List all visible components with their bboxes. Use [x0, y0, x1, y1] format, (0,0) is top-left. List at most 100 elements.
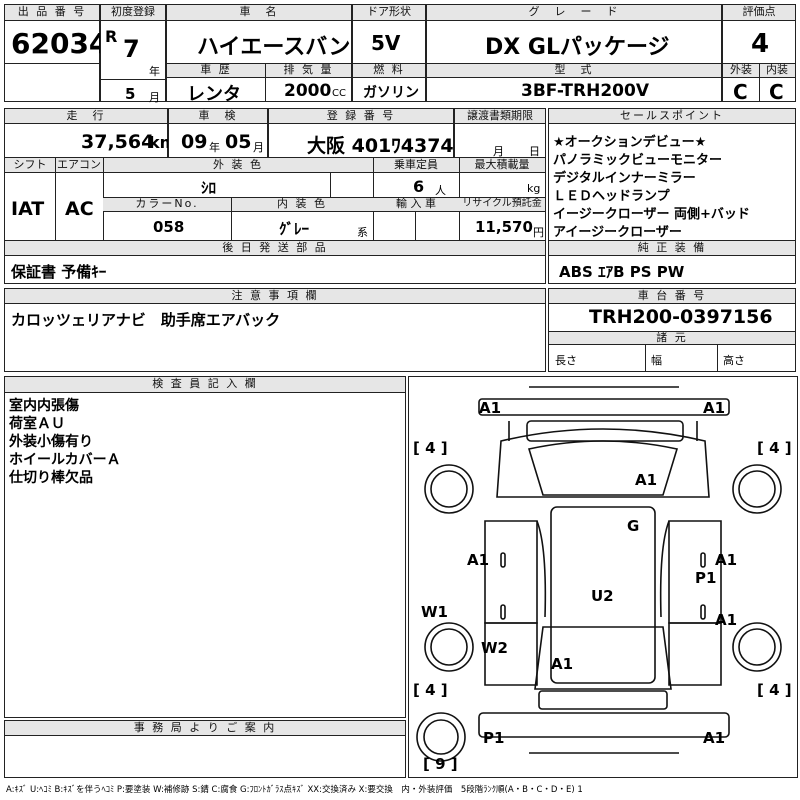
transfer-box: 譲渡書類期限 月 日 — [454, 108, 546, 158]
air-conditioner: AC — [65, 198, 94, 220]
mileage: 37,564 — [81, 131, 155, 153]
grade: DX GLパッケージ — [485, 35, 670, 60]
color-number: 058 — [153, 218, 185, 236]
inspector-line-3: 外装小傷有り — [9, 434, 93, 450]
mark-left-front-door: A1 — [467, 551, 490, 569]
mark-right-front-door: A1 — [715, 551, 738, 569]
notes: カロッツェリアナビ 助手席エアバック — [11, 311, 281, 329]
color-label: 外 装 色 — [103, 158, 373, 173]
history: レンタ — [187, 84, 241, 105]
notes-box: 注 意 事 項 欄 カロッツェリアナビ 助手席エアバック — [4, 288, 546, 372]
mark-windshield: G — [627, 517, 640, 535]
inspection-year: 09 — [181, 131, 208, 153]
mark-roof: U2 — [591, 587, 614, 605]
model-label: 型 式 — [427, 64, 721, 78]
recycle-unit: 円 — [533, 226, 544, 239]
equipment-label: 純 正 装 備 — [549, 241, 795, 256]
chassis-box: 車 台 番 号 TRH200-0397156 諸 元 長さ 幅 高さ — [548, 288, 796, 372]
plate-box: 登 録 番 号 大阪 401ﾜ4374 — [268, 108, 454, 158]
int-label: 内装 — [759, 64, 795, 78]
mark-right-pillar: P1 — [695, 569, 717, 587]
interior-color-label: 内 装 色 — [231, 198, 373, 212]
specs-label: 諸 元 — [549, 331, 795, 345]
later-parts-box: 後 日 発 送 部 品 保証書 予備ｷｰ — [4, 240, 546, 284]
fuel-box: 燃 料 ガソリン — [352, 63, 426, 102]
tire-spare: [ 9 ] — [423, 755, 458, 773]
notes-label: 注 意 事 項 欄 — [5, 289, 545, 304]
ext-int-grade-box: 外装 内装 C C — [722, 63, 796, 104]
car-name-label: 車 名 — [167, 5, 351, 21]
mileage-box: 走 行 37,564 km — [4, 108, 176, 158]
plate-label: 登 録 番 号 — [269, 109, 453, 124]
inspector-line-4: ホイールカバーＡ — [9, 452, 121, 468]
lot-number-label: 出 品 番 号 — [5, 5, 99, 21]
history-box: 車 歴 レンタ — [166, 63, 266, 105]
tire-rear-left: [ 4 ] — [413, 681, 448, 699]
tire-front-right: [ 4 ] — [757, 439, 792, 457]
ext-label: 外装 — [723, 64, 759, 78]
interior-color-unit: 系 — [357, 226, 368, 239]
lot-number-box: 出 品 番 号 62034 — [4, 4, 108, 102]
history-label: 車 歴 — [167, 64, 265, 78]
car-name: ハイエースバン — [197, 35, 351, 60]
displacement: 2000 — [284, 81, 332, 101]
capacity-unit: 人 — [435, 184, 446, 197]
mark-hood: A1 — [635, 471, 658, 489]
length-label: 長さ — [555, 354, 577, 367]
damage-diagram: A1 A1 A1 G A1 A1 P1 W1 U2 W2 A1 A1 P1 A1… — [408, 376, 798, 778]
door-box: ドア形状 5V — [352, 4, 426, 64]
recycle-label: リサイクル預託金 — [459, 198, 545, 212]
fuel: ガソリン — [363, 85, 419, 101]
registration-month: 5 — [125, 85, 136, 103]
grade-box: グ レ ー ド DX GLパッケージ — [426, 4, 722, 64]
first-registration-label: 初度登録 — [101, 5, 165, 21]
shift: IAT — [11, 198, 45, 220]
interior-grade: C — [769, 80, 784, 104]
registration-year: 7 — [123, 35, 140, 63]
later-parts-label: 後 日 発 送 部 品 — [5, 241, 545, 256]
score-label: 評価点 — [723, 5, 795, 21]
sales-point-4: ＬＥＤヘッドランプ — [553, 189, 670, 204]
sales-point-2: パノラミックビューモニター — [553, 153, 723, 168]
load-unit: kg — [527, 182, 541, 195]
office-label: 事 務 局 よ り ご 案 内 — [5, 721, 405, 736]
displacement-box: 排 気 量 2000 CC — [265, 63, 352, 102]
grade-label: グ レ ー ド — [427, 5, 721, 21]
model-box: 型 式 3BF-TRH200V — [426, 63, 722, 102]
body-color: ｼﾛ — [201, 179, 217, 197]
van-outline — [416, 386, 782, 762]
capacity: 6 — [413, 177, 425, 196]
inspector-box: 検 査 員 記 入 欄 室内内張傷 荷室ＡＵ 外装小傷有り ホイールカバーＡ 仕… — [4, 376, 406, 718]
height-label: 高さ — [723, 354, 745, 367]
fuel-label: 燃 料 — [353, 64, 425, 78]
office-box: 事 務 局 よ り ご 案 内 — [4, 720, 406, 778]
displacement-unit: CC — [332, 88, 346, 99]
exterior-grade: C — [733, 80, 748, 104]
mark-left-slide: W1 — [421, 603, 448, 621]
load-label: 最大積載量 — [459, 158, 545, 173]
sales-points-box: セールスポイント ★オークションデビュー★ パノラミックビューモニター デジタル… — [548, 108, 796, 254]
capacity-label: 乗車定員 — [373, 158, 459, 173]
mark-left-rear: W2 — [481, 639, 508, 657]
lot-number: 62034 — [11, 27, 109, 60]
mark-front-left: A1 — [479, 399, 502, 417]
door-type: 5V — [371, 31, 401, 55]
spec-block: シフト エアコン 外 装 色 乗車定員 最大積載量 IAT AC ｼﾛ 6 人 … — [4, 157, 546, 241]
mark-rear-right: A1 — [703, 729, 726, 747]
mileage-label: 走 行 — [5, 109, 167, 124]
chassis-number: TRH200-0397156 — [589, 306, 773, 328]
model-code: 3BF-TRH200V — [521, 81, 649, 101]
transfer-label: 譲渡書類期限 — [455, 109, 545, 124]
later-parts: 保証書 予備ｷｰ — [11, 263, 107, 281]
ac-label: エアコン — [55, 158, 103, 173]
interior-color: ｸﾞﾚｰ — [279, 220, 310, 238]
first-registration-box: 初度登録 R 7 年 5 月 — [100, 4, 166, 104]
sales-point-1: ★オークションデビュー★ — [553, 135, 707, 150]
width-label: 幅 — [651, 354, 662, 367]
transfer-day-unit: 日 — [529, 145, 540, 158]
sales-point-3: デジタルインナーミラー — [553, 171, 696, 186]
era: R — [105, 27, 118, 46]
chassis-label: 車 台 番 号 — [549, 289, 795, 304]
sales-points-label: セールスポイント — [549, 109, 795, 124]
year-unit: 年 — [149, 65, 160, 78]
